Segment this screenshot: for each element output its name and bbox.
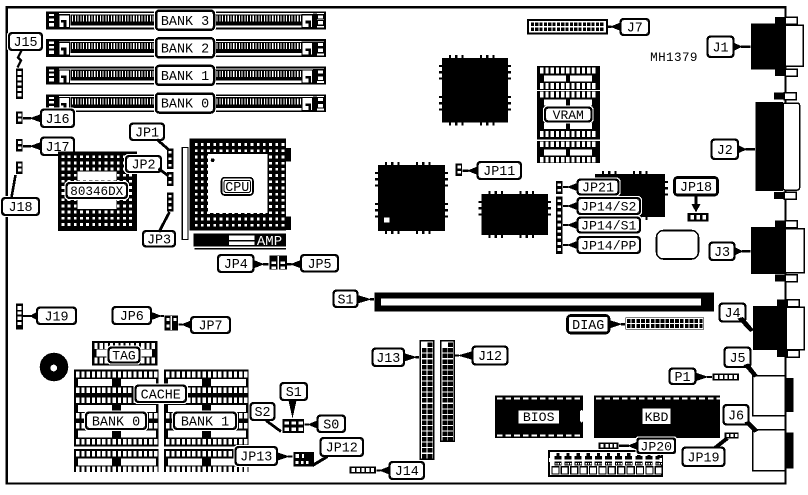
svg-text:JP13: JP13	[240, 451, 272, 466]
svg-text:J18: J18	[8, 201, 32, 216]
svg-text:S0: S0	[323, 418, 339, 433]
svg-text:BANK 1: BANK 1	[181, 415, 229, 430]
svg-text:CPU: CPU	[225, 181, 249, 196]
svg-text:J3: J3	[714, 246, 730, 261]
svg-text:MH1379: MH1379	[650, 51, 698, 65]
svg-text:JP7: JP7	[198, 320, 222, 335]
svg-text:J7: J7	[627, 22, 643, 37]
svg-text:CACHE: CACHE	[141, 388, 181, 403]
svg-text:DIAG: DIAG	[572, 319, 604, 334]
svg-text:BANK 3: BANK 3	[161, 15, 209, 30]
svg-text:S1: S1	[286, 386, 302, 401]
svg-text:J4: J4	[724, 307, 740, 322]
svg-text:J6: J6	[728, 409, 744, 424]
svg-text:S1: S1	[337, 293, 353, 308]
svg-text:J5: J5	[729, 352, 745, 367]
svg-text:BANK 1: BANK 1	[161, 70, 209, 85]
svg-text:JP12: JP12	[326, 442, 358, 457]
svg-text:JP19: JP19	[687, 451, 719, 466]
svg-text:KBD: KBD	[645, 410, 669, 425]
svg-text:JP4: JP4	[224, 258, 248, 273]
svg-text:J15: J15	[13, 36, 37, 51]
svg-text:JP14/PP: JP14/PP	[581, 239, 636, 254]
svg-text:BANK 0: BANK 0	[92, 415, 140, 430]
svg-text:AMP: AMP	[257, 234, 282, 250]
svg-text:JP3: JP3	[147, 233, 171, 248]
svg-text:JP5: JP5	[307, 258, 331, 273]
svg-text:J1: J1	[712, 41, 728, 56]
svg-text:80346DX: 80346DX	[70, 185, 123, 199]
svg-text:JP14/S1: JP14/S1	[581, 219, 636, 234]
svg-text:J19: J19	[44, 310, 68, 325]
svg-text:J2: J2	[717, 144, 733, 159]
svg-text:VRAM: VRAM	[553, 108, 584, 123]
svg-text:P1: P1	[674, 371, 690, 386]
svg-text:J12: J12	[478, 350, 502, 365]
svg-text:J14: J14	[395, 465, 419, 480]
svg-text:BIOS: BIOS	[523, 410, 555, 425]
svg-text:JP20: JP20	[640, 439, 672, 454]
svg-text:TAG: TAG	[112, 349, 135, 364]
svg-text:JP11: JP11	[483, 165, 515, 180]
svg-text:JP6: JP6	[120, 310, 144, 325]
svg-text:JP18: JP18	[680, 181, 712, 196]
svg-text:JP2: JP2	[131, 159, 155, 174]
svg-text:J13: J13	[376, 352, 400, 367]
svg-text:JP1: JP1	[135, 126, 159, 141]
svg-text:J16: J16	[45, 113, 69, 128]
svg-text:JP14/S2: JP14/S2	[581, 200, 636, 215]
svg-text:JP21: JP21	[582, 182, 614, 197]
svg-text:BANK 0: BANK 0	[161, 98, 209, 113]
svg-text:S2: S2	[254, 406, 270, 421]
svg-text:BANK 2: BANK 2	[161, 43, 209, 58]
